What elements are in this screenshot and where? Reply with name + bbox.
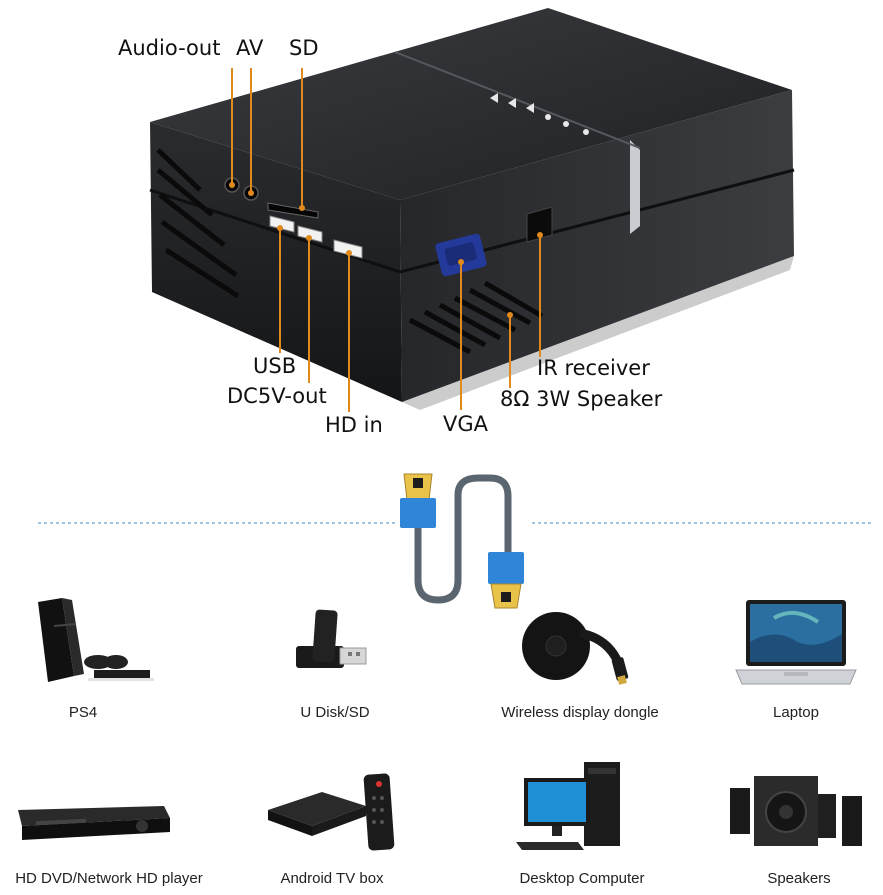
- left-vents: [156, 148, 240, 299]
- label-hd-in: HD in: [325, 413, 383, 437]
- label-ir-receiver: IR receiver: [537, 356, 650, 380]
- device-label-dvd-player: HD DVD/Network HD player: [15, 870, 203, 887]
- android-tv-box-icon: [268, 773, 395, 851]
- desktop-computer-icon: [516, 762, 620, 850]
- usb-ports: [269, 215, 363, 259]
- label-speaker: 8Ω 3W Speaker: [500, 387, 663, 411]
- leader-lines: [231, 68, 541, 412]
- usb-drive-icon: [296, 609, 367, 668]
- label-usb: USB: [253, 354, 297, 378]
- device-label-ps4: PS4: [68, 704, 98, 721]
- speakers-icon: [730, 776, 862, 846]
- ir-receiver-window: [526, 206, 553, 243]
- device-label-speakers: Speakers: [767, 870, 831, 887]
- device-label-desktop-computer: Desktop Computer: [519, 870, 645, 887]
- laptop-icon: [735, 600, 857, 685]
- vga-port: [435, 233, 487, 277]
- hdmi-connector-bottom: [488, 552, 524, 609]
- label-vga: VGA: [443, 412, 489, 436]
- projector-front-face: [150, 122, 402, 402]
- ps4-console-icon: [38, 598, 154, 682]
- speaker-vents: [408, 280, 544, 355]
- control-buttons: [490, 93, 589, 135]
- label-audio-out: Audio-out: [118, 36, 221, 60]
- hdmi-connector-top: [400, 473, 436, 528]
- device-label-laptop: Laptop: [773, 704, 819, 721]
- device-label-wireless-dongle: Wireless display dongle: [501, 704, 659, 721]
- wireless-dongle-icon: [522, 612, 629, 685]
- label-sd: SD: [289, 36, 319, 60]
- hdmi-cable: [414, 474, 512, 604]
- device-label-android-tv-box: Android TV box: [280, 870, 384, 887]
- dvd-player-icon: [18, 806, 170, 840]
- device-label-u-disk-sd: U Disk/SD: [300, 704, 370, 721]
- label-dc5v-out: DC5V-out: [227, 384, 327, 408]
- label-av: AV: [236, 36, 264, 60]
- projector-top-face: [150, 8, 792, 200]
- projector-illustration: [149, 8, 795, 412]
- hdmi-cable-divider: [38, 473, 872, 609]
